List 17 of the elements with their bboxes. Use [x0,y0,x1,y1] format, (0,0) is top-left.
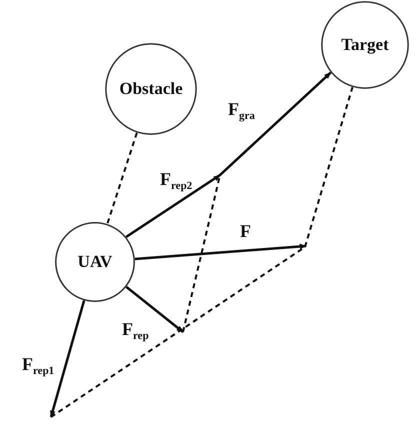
force-label: F$_{rep2}$ [160,170,192,192]
circle-node [105,43,197,135]
force-label: F$_{rep}$ [122,320,149,342]
dashed-line [106,132,138,224]
arrow [126,72,332,238]
force-label: F$_{rep1}$ [22,355,54,377]
dashed-line [304,86,354,248]
node-label: Target [341,35,389,55]
force-label: F [240,222,251,240]
circle-node [55,222,135,302]
arrow [50,300,86,418]
arrow [134,244,307,260]
node-label: Obstacle [119,79,183,99]
circle-node [321,1,409,89]
node-label: UAV [78,252,112,272]
force-label: F$_{gra}$ [228,100,255,122]
arrow [126,286,184,333]
